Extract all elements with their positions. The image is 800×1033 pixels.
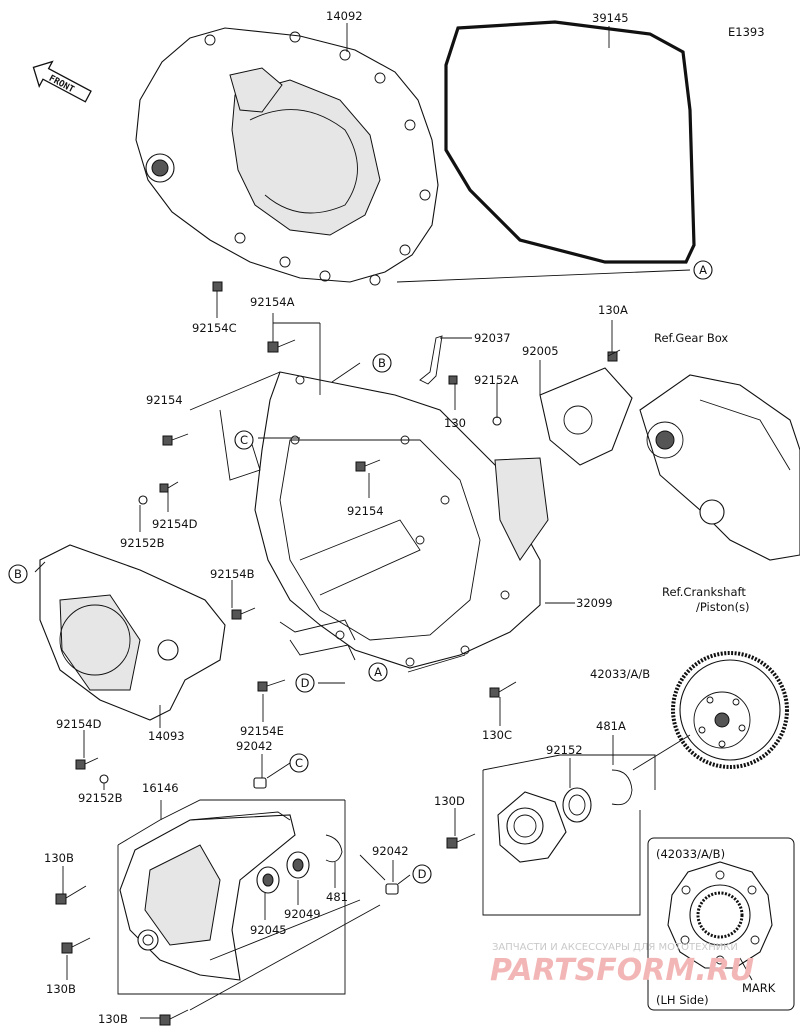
callout-B1: B [372,353,392,373]
label-130: 130 [444,416,466,430]
label-14092: 14092 [326,9,363,23]
label-piston: /Piston(s) [696,600,750,614]
label-92154B: 92154B [210,567,255,581]
watermark-text-line1: ЗАПЧАСТИ И АКСЕССУАРЫ ДЛЯ МОТОТЕХНИКИ [492,942,738,953]
dowel-pin-92042-top [253,777,267,789]
label-92152A: 92152A [474,373,519,387]
plate-92005 [539,367,633,466]
svg-text:A: A [699,263,707,277]
oil-seal-92045 [256,866,280,894]
gasket-39145 [444,20,696,264]
label-92154E: 92154E [240,724,284,738]
svg-text:C: C [295,756,303,770]
dowel-pin-92042-bottom [385,883,399,895]
svg-text:B: B [378,356,386,370]
gear-box-reference [639,374,800,561]
callout-D2: D [412,864,432,884]
label-42033: 42033/A/B [590,667,650,681]
diagram-id: E1393 [728,25,765,39]
label-92154D-bottom: 92154D [56,717,102,731]
label-ref-gear-box: Ref.Gear Box [654,331,728,345]
label-130D: 130D [434,794,465,808]
callout-A2: A [368,662,388,682]
svg-text:A: A [374,665,382,679]
label-92154D-top: 92154D [152,517,198,531]
label-92154-mid: 92154 [347,504,384,518]
label-130B-3: 130B [98,1012,128,1026]
callout-A1: A [693,260,713,280]
oil-seal-92049 [286,851,310,879]
label-130B-2: 130B [46,982,76,996]
inset-side: (LH Side) [656,993,709,1007]
circlip-481 [325,834,343,863]
label-32099: 32099 [576,596,613,610]
label-ref-crankshaft: Ref.Crankshaft [662,585,746,599]
label-92045: 92045 [250,923,287,937]
callout-B2: B [8,564,28,584]
front-arrow-icon: FRONT [32,60,92,103]
label-92049: 92049 [284,907,321,921]
label-130B-1: 130B [44,851,74,865]
bolts [55,281,621,1026]
label-39145: 39145 [592,11,629,25]
label-92152B-top: 92152B [120,536,165,550]
crankcase-32099 [254,335,549,669]
label-92042-bottom: 92042 [372,844,409,858]
label-14093: 14093 [148,729,185,743]
inset-title: (42033/A/B) [656,847,725,861]
callout-D1: D [295,673,315,693]
svg-text:C: C [240,433,248,447]
label-92152B-bottom: 92152B [78,791,123,805]
label-481A: 481A [596,719,626,733]
outer-cover-14092 [135,27,439,286]
leader-lines [34,23,691,1019]
circlip-481A [611,769,633,806]
label-130C: 130C [482,728,512,742]
callout-C2: C [289,753,309,773]
one-way-clutch-42033 [497,791,567,863]
watermark-text-line2: PARTSFORM.RU [490,953,754,988]
inset-mark: MARK [742,981,776,995]
svg-text:D: D [418,867,427,881]
label-92152: 92152 [546,743,583,757]
label-130A: 130A [598,303,628,317]
label-16146: 16146 [142,781,179,795]
svg-text:B: B [14,567,22,581]
cover-16146 [119,811,296,981]
label-92154C: 92154C [192,321,237,335]
inset-42033-lh-side [647,837,795,1011]
svg-text:D: D [301,676,310,690]
bearing-92152 [562,787,592,823]
label-92005: 92005 [522,344,559,358]
label-92154-top: 92154 [146,393,183,407]
label-92037: 92037 [474,331,511,345]
flywheel-reference [671,651,789,769]
label-92154A: 92154A [250,295,295,309]
cover-14093 [39,544,226,721]
label-92042-top: 92042 [236,739,273,753]
label-481: 481 [326,890,348,904]
callout-C1: C [234,430,254,450]
